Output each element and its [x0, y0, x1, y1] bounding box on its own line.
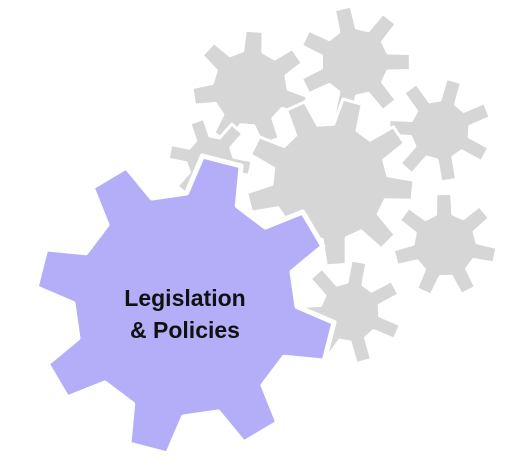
main-gear-label-line1: Legislation	[124, 285, 246, 311]
background-gear-3	[386, 76, 492, 184]
main-gear-shape	[33, 153, 337, 457]
main-gear-label-line2: & Policies	[130, 317, 240, 343]
background-gear-2	[299, 4, 412, 120]
main-gear	[33, 153, 337, 457]
background-gear-5	[391, 191, 499, 297]
main-gear-label: Legislation & Policies	[85, 282, 285, 346]
background-gear-1	[190, 28, 309, 147]
